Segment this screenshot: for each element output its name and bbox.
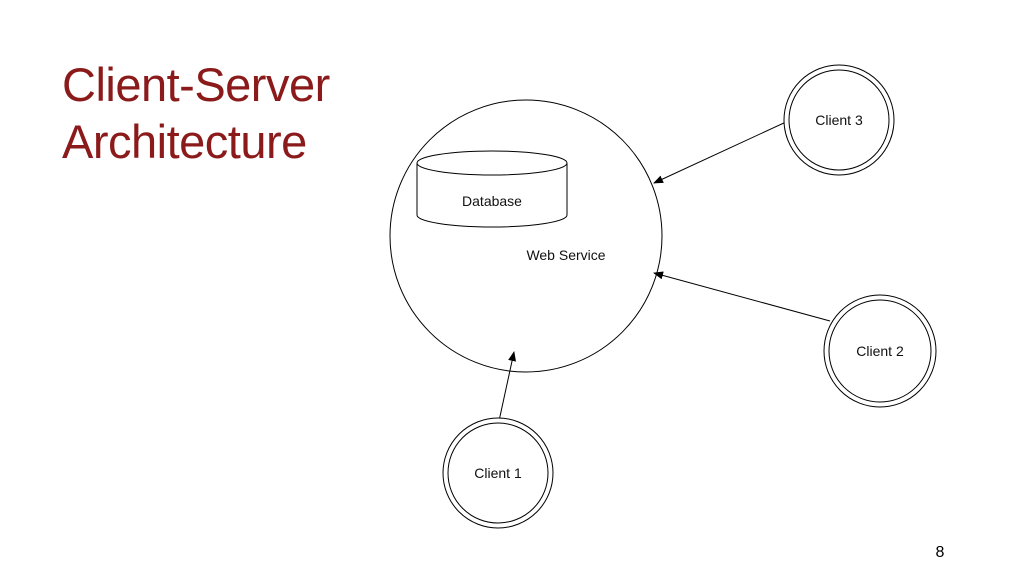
client-2-outer-circle <box>823 294 937 408</box>
client-1-inner-circle <box>447 422 549 524</box>
client-1-node: Client 1 <box>442 417 554 529</box>
database-label: Database <box>462 193 522 209</box>
client-1-label: Client 1 <box>474 465 522 481</box>
client-3-label: Client 3 <box>815 112 863 128</box>
edge-client-3-to-web-service <box>653 121 787 184</box>
client-3-node: Client 3 <box>783 64 895 176</box>
client-2-inner-circle <box>828 299 932 403</box>
slide-title-line-2: Architecture <box>62 115 307 168</box>
web-service-circle <box>389 99 663 373</box>
database-cylinder-body <box>416 163 568 228</box>
web-service-node: Web Service <box>389 99 663 373</box>
client-1-outer-circle <box>442 417 554 529</box>
page-number: 8 <box>935 544 945 561</box>
edge-client-1-to-web-service <box>498 351 516 422</box>
client-3-outer-circle <box>783 64 895 176</box>
database-node: Database <box>416 150 568 228</box>
edge-client-2-to-web-service <box>653 271 831 322</box>
client-2-label: Client 2 <box>856 343 904 359</box>
database-cylinder-top <box>416 150 568 176</box>
slide-title: Client-Server Architecture <box>62 56 330 170</box>
client-3-inner-circle <box>788 69 890 171</box>
web-service-label: Web Service <box>526 247 605 263</box>
client-2-node: Client 2 <box>823 294 937 408</box>
slide-title-line-1: Client-Server <box>62 58 330 111</box>
